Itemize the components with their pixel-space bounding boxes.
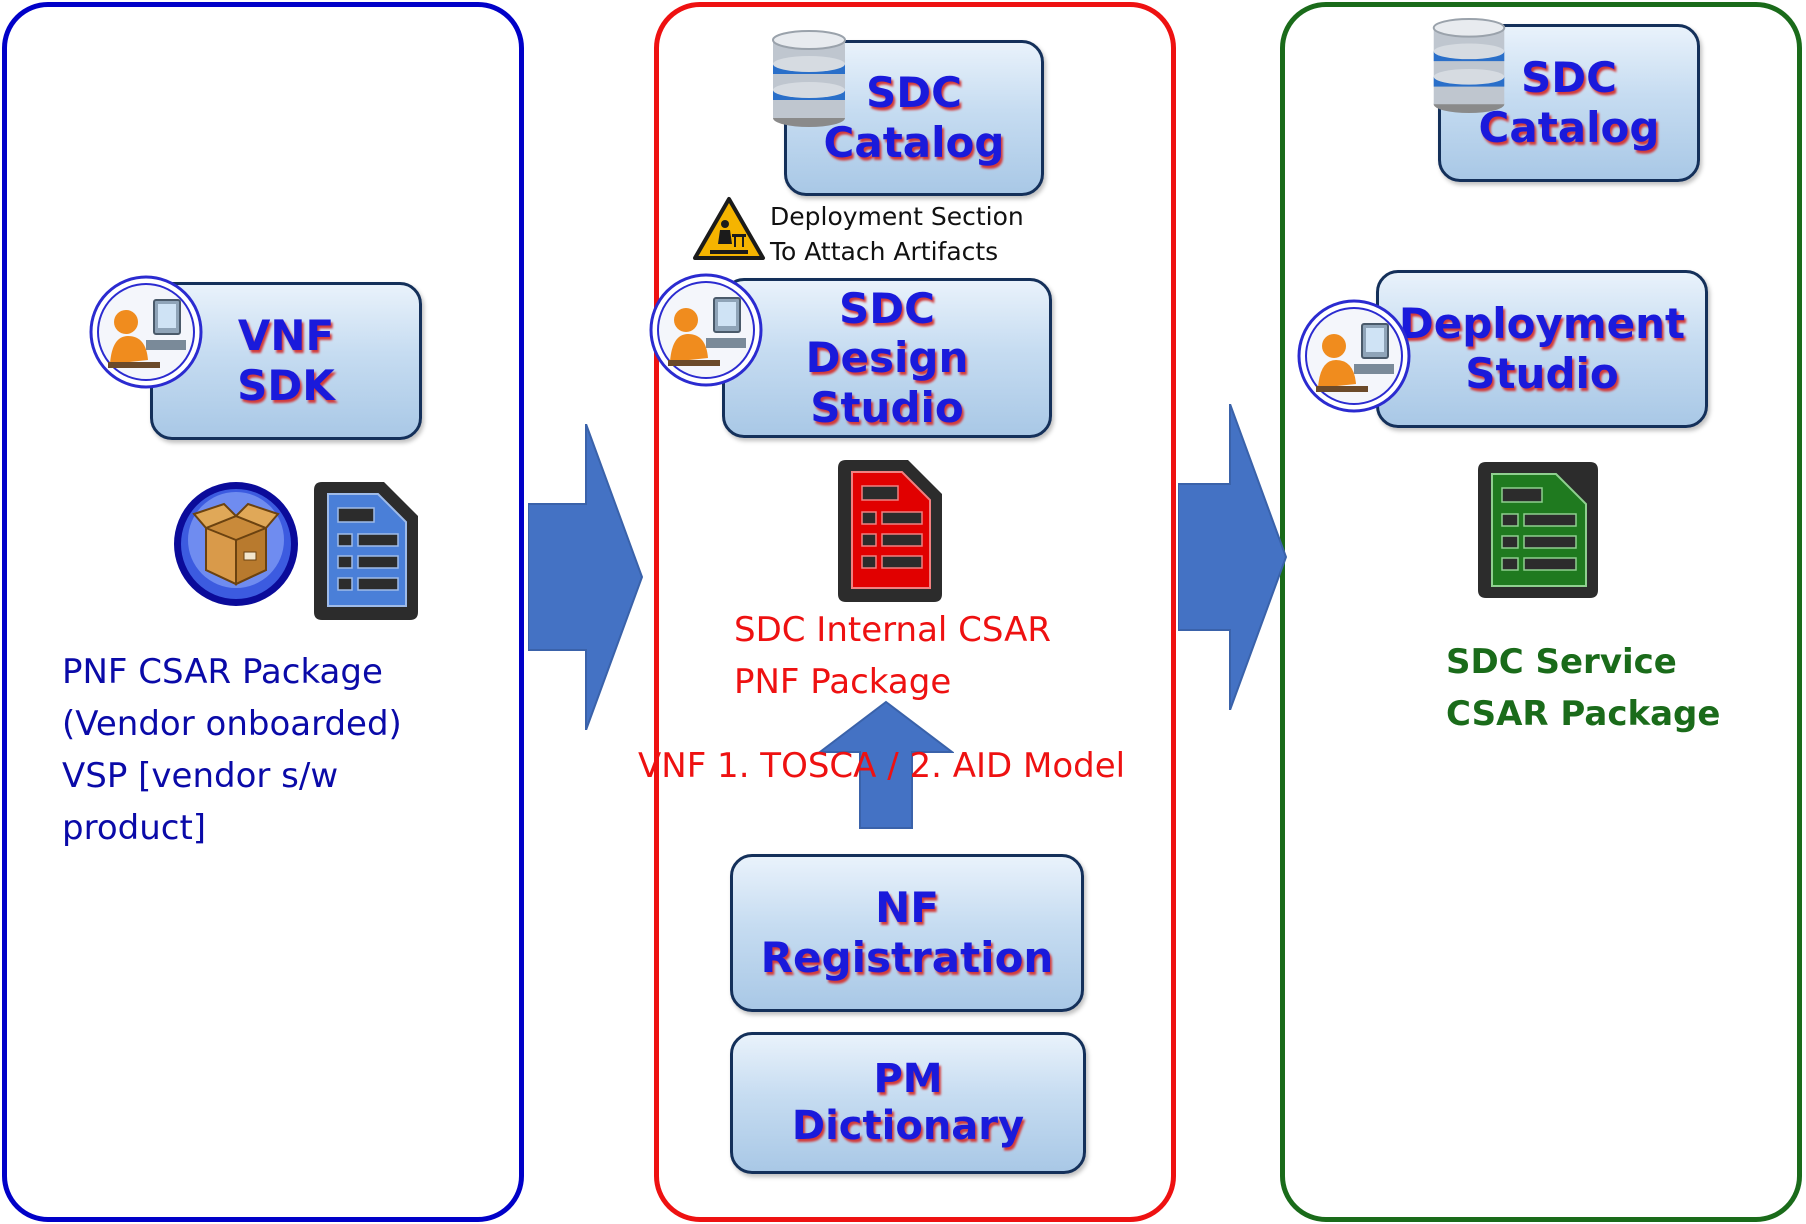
pnf-package-line: product] <box>62 808 207 848</box>
design-studio-line1: SDC <box>839 283 935 333</box>
left-panel <box>2 2 524 1222</box>
pm-dictionary-box[interactable]: PM Dictionary <box>730 1032 1086 1174</box>
vnf-sdk-line1: VNF <box>237 311 335 361</box>
developer-icon <box>1297 299 1411 413</box>
pnf-package-line: (Vendor onboarded) <box>62 704 402 744</box>
up-arrow <box>818 700 954 829</box>
document-green-icon <box>1478 462 1598 598</box>
document-blue-icon <box>314 482 418 620</box>
pnf-package-line: PNF CSAR Package <box>62 652 383 692</box>
csar-text-line1: SDC Internal CSAR <box>734 610 1051 650</box>
pm-dictionary-line1: PM <box>873 1055 943 1102</box>
deployment-note-line1: Deployment Section <box>770 202 1024 231</box>
middle-panel <box>654 2 1176 1222</box>
nf-registration-box[interactable]: NF Registration <box>730 854 1084 1012</box>
service-text-line1: SDC Service <box>1446 642 1677 682</box>
right-panel <box>1280 2 1802 1222</box>
database-icon <box>772 30 846 127</box>
document-red-icon <box>838 460 942 602</box>
sdc-catalog-line2: Catalog <box>823 118 1005 167</box>
developer-icon <box>649 273 763 387</box>
nf-registration-line2: Registration <box>760 933 1054 982</box>
deployment-studio-line2: Studio <box>1465 349 1619 398</box>
deployment-studio-box[interactable]: Deployment Studio <box>1376 270 1708 428</box>
service-text-line2: CSAR Package <box>1446 694 1721 734</box>
flow-arrow-middle-to-right <box>1178 404 1288 710</box>
design-studio-line2: Design Studio <box>805 333 969 432</box>
sdc-catalog-box[interactable]: SDC Catalog <box>1438 24 1700 182</box>
deployment-studio-line1: Deployment <box>1398 299 1686 349</box>
deployment-note-line2: To Attach Artifacts <box>770 237 999 266</box>
sdc-catalog-line1: SDC <box>866 68 962 118</box>
database-icon <box>1432 18 1506 114</box>
pm-dictionary-line2: Dictionary <box>791 1103 1025 1149</box>
sdc-design-studio-box[interactable]: SDC Design Studio <box>722 278 1052 438</box>
sdc-service-csar-text: SDC Service CSAR Package <box>1446 636 1720 740</box>
package-box-icon <box>174 482 298 606</box>
work-in-progress-icon <box>693 197 765 260</box>
csar-text-line2: PNF Package <box>734 662 952 702</box>
pnf-package-text: PNF CSAR Package (Vendor onboarded) VSP … <box>62 646 402 854</box>
sdc-catalog-line1: SDC <box>1521 53 1617 103</box>
flow-arrow-left-to-middle <box>528 424 644 730</box>
developer-icon <box>89 275 203 389</box>
sdc-internal-csar-text: SDC Internal CSAR PNF Package <box>734 604 1051 708</box>
nf-registration-line1: NF <box>875 883 939 933</box>
pnf-package-line: VSP [vendor s/w <box>62 756 339 796</box>
vnf-sdk-line2: SDK <box>237 361 335 410</box>
sdc-catalog-line2: Catalog <box>1478 103 1660 152</box>
model-text: VNF 1. TOSCA / 2. AID Model <box>638 746 1126 786</box>
deployment-note: Deployment Section To Attach Artifacts <box>770 199 1024 269</box>
